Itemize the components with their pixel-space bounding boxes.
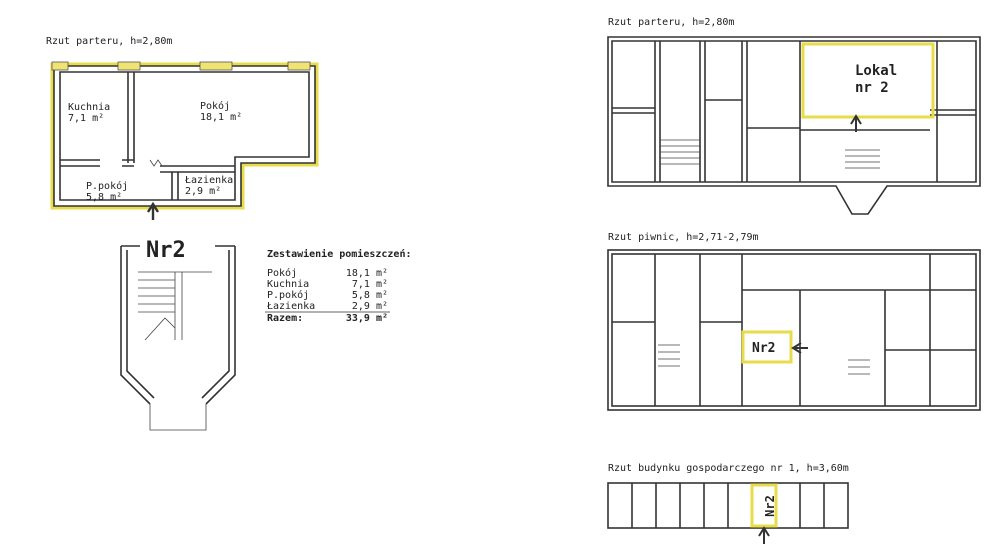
basement-plan: Nr2 [607, 249, 981, 411]
unit-label: Nr2 [146, 238, 186, 263]
ground-stairs [660, 139, 880, 169]
detail-plan: Kuchnia 7,1 m² Pokój 18,1 m² P.pokój 5,8… [50, 61, 319, 220]
partition-wall [122, 159, 134, 167]
window [199, 61, 233, 71]
partition-wall [171, 172, 179, 200]
stair-wall [120, 246, 155, 405]
basement-plan-title: Rzut piwnic, h=2,71-2,79m [608, 232, 759, 243]
room-summary-table: Zestawienie pomieszczeń: Pokój 18,1 m² K… [265, 248, 412, 324]
ground-floor-plan: Lokal nr 2 [607, 36, 981, 215]
detail-inner-wall [59, 71, 310, 201]
summary-total-name: Razem: [267, 313, 303, 324]
outbuilding-partitions [631, 483, 825, 528]
door-swing [149, 159, 163, 167]
room-area: 18,1 m² [200, 112, 242, 123]
entrance-arrow-icon [791, 342, 808, 354]
ground-partitions [612, 41, 976, 182]
entrance-arrow-icon [850, 114, 862, 132]
room-area: 7,1 m² [68, 113, 104, 124]
summary-room-area: 18,1 m² [346, 268, 388, 279]
partition-wall [60, 159, 100, 167]
ground-outline [607, 36, 981, 215]
window [51, 61, 69, 71]
ground-plan-title: Rzut parteru, h=2,80m [608, 17, 734, 28]
stair-wall [201, 246, 236, 405]
detail-plan-title: Rzut parteru, h=2,80m [46, 36, 172, 47]
basement-partitions [612, 254, 976, 406]
entrance-steps [149, 404, 207, 431]
detail-stairwell: Nr2 [120, 238, 236, 431]
summary-room-area: 7,1 m² [352, 279, 388, 290]
room-name: Kuchnia [68, 102, 110, 113]
room-name: Pokój [200, 100, 230, 112]
detail-outer-wall [53, 65, 316, 207]
basement-unit-label: Nr2 [752, 341, 775, 356]
summary-room-area: 2,9 m² [352, 301, 388, 312]
unit-label-line2: nr 2 [855, 80, 889, 96]
summary-room-area: 5,8 m² [352, 290, 388, 301]
unit-outline [50, 62, 319, 210]
outbuilding-plan-title: Rzut budynku gospodarczego nr 1, h=3,60m [608, 463, 849, 474]
summary-room-name: Kuchnia [267, 279, 309, 290]
unit-highlight [741, 330, 793, 364]
unit-highlight [750, 483, 778, 528]
stair-steps [138, 271, 212, 341]
summary-total-area: 33,9 m² [346, 313, 388, 324]
ground-inner-outline [611, 40, 977, 183]
room-area: 2,9 m² [185, 186, 221, 197]
room-area: 5,8 m² [86, 192, 122, 203]
room-name: Łazienka [184, 175, 233, 186]
summary-room-name: P.pokój [267, 289, 309, 301]
unit-label-line1: Lokal [855, 63, 897, 79]
entrance-arrow-icon [758, 526, 770, 544]
basement-stairs [658, 344, 870, 375]
summary-title: Zestawienie pomieszczeń: [267, 248, 412, 260]
basement-inner-outline [611, 253, 977, 407]
outbuilding-plan: Nr2 [607, 482, 849, 544]
window [117, 61, 141, 71]
outbuilding-unit-label: Nr2 [763, 495, 777, 517]
entrance-arrow-icon [146, 201, 160, 220]
partition-wall [160, 165, 235, 173]
unit-highlight [801, 42, 935, 119]
room-name: P.pokój [86, 180, 128, 192]
window [287, 61, 311, 71]
partition-wall [127, 72, 135, 163]
basement-outline [607, 249, 981, 411]
summary-room-name: Pokój [267, 267, 297, 279]
summary-room-name: Łazienka [266, 301, 315, 312]
